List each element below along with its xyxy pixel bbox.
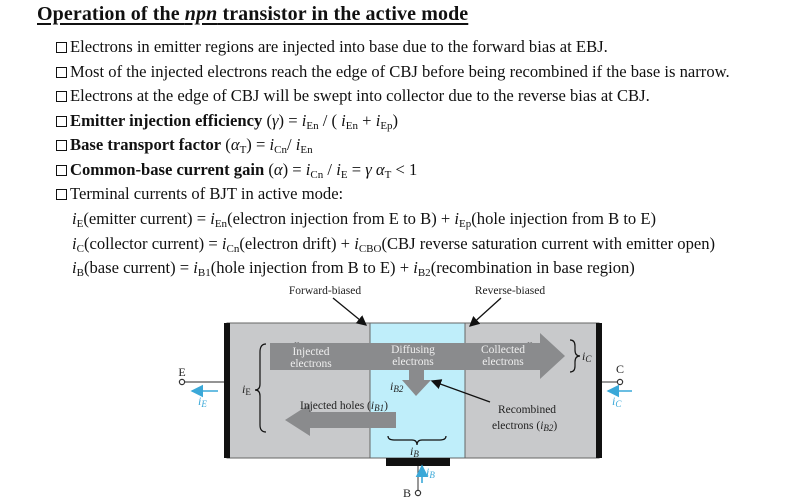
base-current-equation: iB(base current) = iB1(hole injection fr… bbox=[72, 258, 635, 279]
ie-inner-label: iE bbox=[242, 382, 251, 397]
emitter-current-equation: iE(emitter current) = iEn(electron injec… bbox=[72, 209, 657, 230]
base-terminal-icon[interactable] bbox=[414, 489, 422, 497]
page-title: Operation of the npn transistor in the a… bbox=[37, 3, 469, 25]
checkbox-bullet-icon bbox=[56, 140, 67, 151]
bullet-item: Electrons at the edge of CBJ will be swe… bbox=[56, 86, 650, 106]
diffusing-electrons-label-2: electrons bbox=[392, 356, 434, 368]
diffusing-electrons-label-1: Diffusing bbox=[391, 344, 435, 356]
checkbox-bullet-icon bbox=[56, 189, 67, 200]
bullet-item: Terminal currents of BJT in active mode: bbox=[56, 184, 343, 204]
base-contact bbox=[386, 458, 450, 466]
bullet-item: Electrons in emitter regions are injecte… bbox=[56, 37, 608, 57]
forward-biased-label: Forward-biased bbox=[289, 285, 361, 297]
injected-electrons-label-1: Injected bbox=[292, 346, 329, 358]
injected-holes-label: Injected holes (iB1) bbox=[300, 400, 388, 413]
emitter-terminal-icon[interactable] bbox=[178, 378, 186, 386]
terminal-b-label: B bbox=[403, 486, 411, 497]
collected-electrons-label-1: Collected bbox=[481, 344, 525, 356]
emitter-contact bbox=[224, 323, 230, 458]
ie-brace-icon bbox=[254, 343, 267, 433]
ib-label: iB bbox=[426, 465, 435, 480]
checkbox-bullet-icon bbox=[56, 91, 67, 102]
terminal-e-label: E bbox=[178, 365, 185, 379]
checkbox-bullet-icon bbox=[56, 165, 67, 176]
ib-inner-label: iB bbox=[410, 444, 419, 459]
ic-label: iC bbox=[612, 394, 622, 409]
recombined-label-2: electrons (iB2) bbox=[492, 420, 557, 433]
ib2-label: iB2 bbox=[390, 379, 404, 394]
checkbox-bullet-icon bbox=[56, 42, 67, 53]
terminal-c-label: C bbox=[616, 362, 624, 376]
electron-flow-arrow bbox=[270, 333, 565, 379]
collector-current-equation: iC(collector current) = iCn(electron dri… bbox=[72, 234, 716, 255]
collector-contact bbox=[596, 323, 602, 458]
bullet-common-base-current-gain: Common-base current gain (α) = iCn / iE … bbox=[56, 160, 417, 181]
reverse-biased-pointer-icon bbox=[469, 297, 502, 327]
injected-electrons-label-2: electrons bbox=[290, 358, 332, 370]
bullet-item: Most of the injected electrons reach the… bbox=[56, 62, 730, 82]
ie-label: iE bbox=[198, 394, 207, 409]
checkbox-bullet-icon bbox=[56, 67, 67, 78]
recombined-pointer-icon bbox=[430, 379, 491, 403]
injected-holes-arrow bbox=[285, 404, 396, 436]
collector-terminal-icon[interactable] bbox=[616, 378, 624, 386]
reverse-biased-label: Reverse-biased bbox=[475, 285, 545, 297]
ic-brace-icon bbox=[569, 339, 581, 373]
forward-biased-pointer-icon bbox=[332, 297, 368, 326]
bullet-emitter-injection-efficiency: Emitter injection efficiency (γ) = iEn /… bbox=[56, 111, 398, 132]
checkbox-bullet-icon bbox=[56, 116, 67, 127]
ic-inner-label: iC bbox=[582, 349, 592, 364]
recombination-arrow bbox=[402, 370, 431, 396]
collected-electrons-label-2: electrons bbox=[482, 356, 524, 368]
recombined-label-1: Recombined bbox=[498, 404, 556, 416]
ib-brace-icon bbox=[387, 435, 447, 446]
bullet-base-transport-factor: Base transport factor (αT) = iCn/ iEn bbox=[56, 135, 313, 156]
